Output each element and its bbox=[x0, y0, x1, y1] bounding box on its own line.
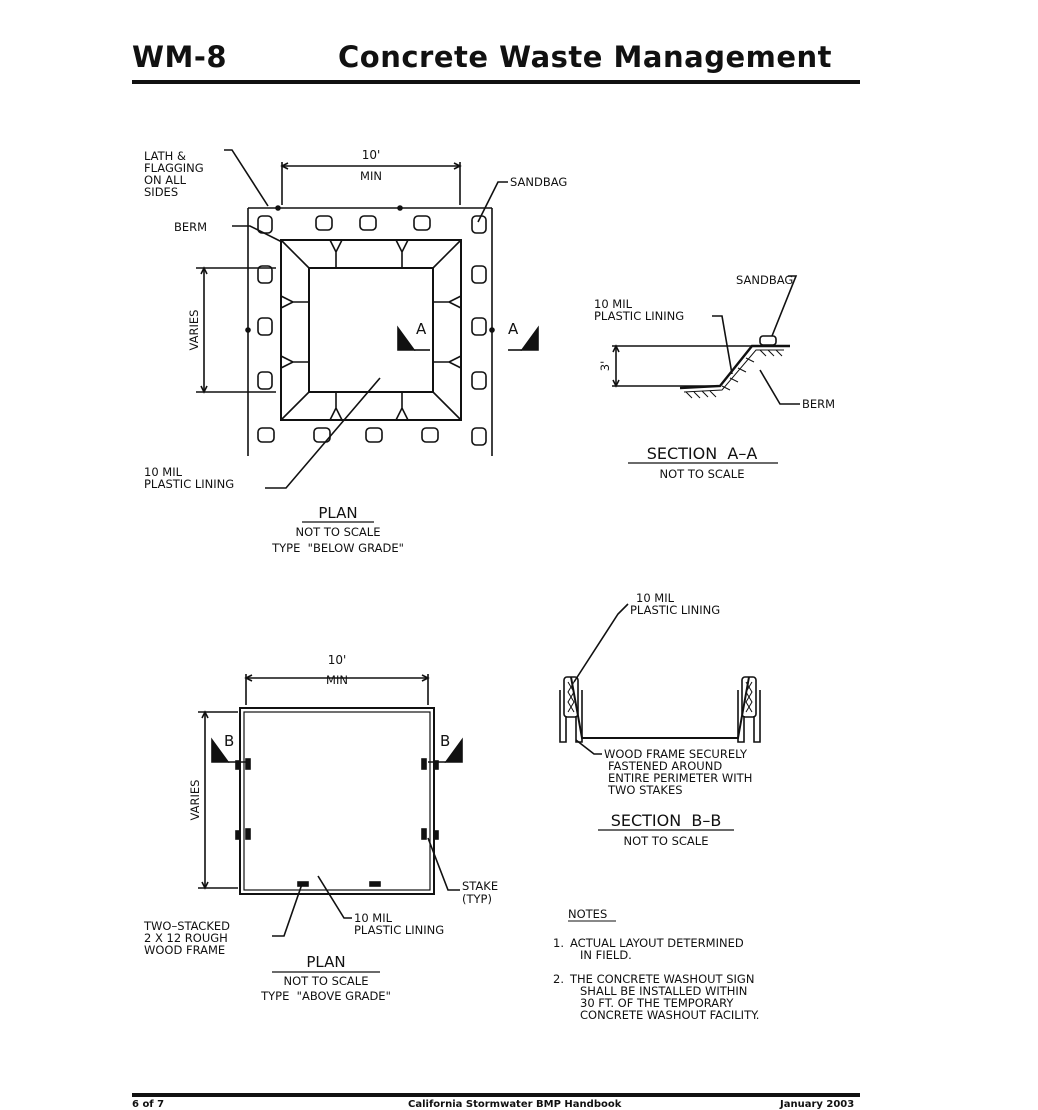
section-a-a-drawing bbox=[612, 275, 800, 405]
section-a-depth-dim: 3' bbox=[598, 361, 612, 371]
plan-above-varies-label: VARIES bbox=[188, 780, 202, 821]
section-a-berm-label: BERM bbox=[802, 397, 835, 411]
plan-above-width-dim: 10' bbox=[328, 653, 347, 667]
section-a-lining-line-2: PLASTIC LINING bbox=[594, 309, 684, 323]
plan-above-stake-line-1: STAKE bbox=[462, 879, 498, 893]
section-b-frame-line-2: FASTENED AROUND bbox=[608, 759, 722, 773]
plan-below-berm-label: BERM bbox=[174, 220, 207, 234]
section-b-lining-line-1: 10 MIL bbox=[636, 591, 675, 605]
footer-source: California Stormwater BMP Handbook bbox=[408, 1099, 622, 1110]
section-b-frame-line-3: ENTIRE PERIMETER WITH bbox=[608, 771, 752, 785]
plan-below-varies-label: VARIES bbox=[187, 310, 201, 351]
note-2-line-3: 30 FT. OF THE TEMPORARY bbox=[580, 996, 734, 1010]
plan-above-frame-line-2: 2 X 12 ROUGH bbox=[144, 931, 228, 945]
footer-rule bbox=[132, 1093, 860, 1097]
plan-below-title: PLAN bbox=[318, 504, 357, 522]
lath-label-line-2: FLAGGING bbox=[144, 161, 204, 175]
plan-below-scale: NOT TO SCALE bbox=[296, 525, 381, 539]
header-code: WM-8 bbox=[132, 40, 228, 74]
section-b-title: SECTION B–B bbox=[611, 811, 722, 830]
footer-date: January 2003 bbox=[780, 1099, 855, 1110]
plan-above-lining-line-1: 10 MIL bbox=[354, 911, 393, 925]
plan-above-marker-left: B bbox=[224, 732, 234, 750]
note-2-line-1: THE CONCRETE WASHOUT SIGN bbox=[569, 972, 754, 986]
plan-above-grade-drawing bbox=[198, 674, 463, 937]
plan-below-width-dim: 10' bbox=[362, 148, 381, 162]
plan-below-sandbag-label: SANDBAG bbox=[510, 175, 567, 189]
section-b-frame-line-1: WOOD FRAME SECURELY bbox=[604, 747, 748, 761]
lath-label-line-1: LATH & bbox=[144, 149, 186, 163]
note-1-number: 1. bbox=[553, 936, 564, 950]
plan-above-marker-right: B bbox=[440, 732, 450, 750]
section-a-sandbag-label: SANDBAG bbox=[736, 273, 793, 287]
plan-above-frame-line-3: WOOD FRAME bbox=[144, 943, 225, 957]
plan-below-width-min: MIN bbox=[360, 169, 382, 183]
footer-page-number: 6 of 7 bbox=[132, 1099, 165, 1110]
section-b-b-drawing bbox=[559, 603, 761, 755]
section-b-lining-line-2: PLASTIC LINING bbox=[630, 603, 720, 617]
header-title: Concrete Waste Management bbox=[338, 40, 833, 74]
plan-above-width-min: MIN bbox=[326, 673, 348, 687]
header-rule bbox=[132, 80, 860, 84]
plan-below-type: TYPE "BELOW GRADE" bbox=[271, 541, 404, 555]
plan-above-frame-line-1: TWO–STACKED bbox=[143, 919, 230, 933]
lath-label-line-3: ON ALL bbox=[144, 173, 187, 187]
plan-below-grade-drawing bbox=[196, 149, 539, 489]
note-1-line-2: IN FIELD. bbox=[580, 948, 632, 962]
plan-below-lining-line-2: PLASTIC LINING bbox=[144, 477, 234, 491]
note-2-line-4: CONCRETE WASHOUT FACILITY. bbox=[580, 1008, 759, 1022]
notes-heading: NOTES bbox=[568, 907, 607, 921]
plan-above-lining-line-2: PLASTIC LINING bbox=[354, 923, 444, 937]
plan-above-stake-line-2: (TYP) bbox=[462, 892, 492, 906]
note-1-line-1: ACTUAL LAYOUT DETERMINED bbox=[570, 936, 744, 950]
plan-above-scale: NOT TO SCALE bbox=[284, 974, 369, 988]
section-b-frame-line-4: TWO STAKES bbox=[607, 783, 683, 797]
section-b-scale: NOT TO SCALE bbox=[624, 834, 709, 848]
section-a-scale: NOT TO SCALE bbox=[660, 467, 745, 481]
plan-above-type: TYPE "ABOVE GRADE" bbox=[260, 989, 391, 1003]
section-a-lining-line-1: 10 MIL bbox=[594, 297, 633, 311]
plan-below-marker-right: A bbox=[508, 320, 519, 338]
section-a-title: SECTION A–A bbox=[647, 444, 758, 463]
note-2-line-2: SHALL BE INSTALLED WITHIN bbox=[580, 984, 747, 998]
lath-label-line-4: SIDES bbox=[144, 185, 178, 199]
plan-below-marker-left: A bbox=[416, 320, 427, 338]
note-2-number: 2. bbox=[553, 972, 564, 986]
plan-below-lining-line-1: 10 MIL bbox=[144, 465, 183, 479]
plan-above-title: PLAN bbox=[306, 953, 345, 971]
